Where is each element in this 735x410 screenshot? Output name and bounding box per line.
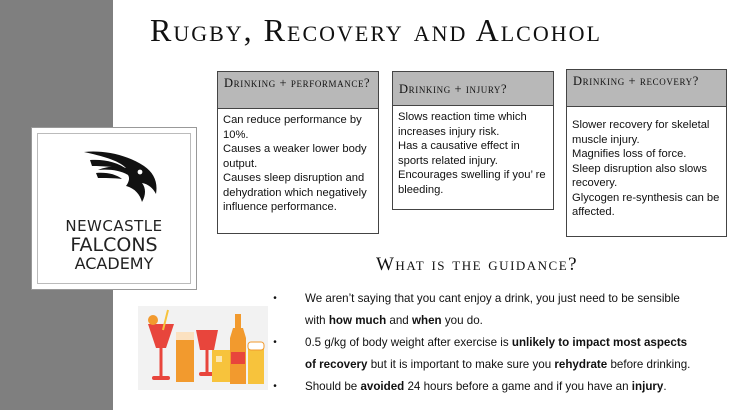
performance-point-1: Can reduce performance by 10%. xyxy=(223,114,362,141)
text-run: before drinking. xyxy=(607,358,691,371)
recovery-point-2: Magnifies loss of force. xyxy=(572,148,687,161)
guidance-item-2-text: 0.5 g/kg of body weight after exercise i… xyxy=(305,332,687,354)
page-title: Rugby, Recovery and Alcohol xyxy=(150,12,602,48)
performance-box: Can reduce performance by 10%. Causes a … xyxy=(217,108,379,234)
emphasis-injury: injury xyxy=(631,380,664,393)
text-run: 0.5 g/kg of body weight after exercise i… xyxy=(305,336,512,349)
emphasis-of-recovery: of recovery xyxy=(305,358,368,371)
falcon-head-icon xyxy=(84,151,157,202)
emphasis-unlikely-impact: unlikely to impact most aspects xyxy=(511,336,688,349)
text-run: 24 hours before a game and if you have a… xyxy=(404,380,632,393)
emphasis-rehydrate: rehydrate xyxy=(554,358,608,371)
text-run: you do. xyxy=(441,314,483,327)
guidance-item-3: • Should be avoided 24 hours before a ga… xyxy=(270,376,730,398)
text-run: . xyxy=(663,380,667,393)
logo-text-newcastle: NEWCASTLE xyxy=(65,217,163,235)
bullet-marker: • xyxy=(273,337,277,348)
injury-point-3: Encourages swelling if you’ re bleeding. xyxy=(398,169,546,196)
text-run: with xyxy=(305,314,329,327)
performance-box-heading: Drinking + performance? xyxy=(217,71,379,109)
recovery-box: Slower recovery for skeletal muscle inju… xyxy=(566,106,727,237)
bullet-marker: • xyxy=(273,381,277,392)
performance-point-2: Causes a weaker lower body output. xyxy=(223,143,367,170)
guidance-item-2: • 0.5 g/kg of body weight after exercise… xyxy=(270,332,730,354)
injury-point-1: Slows reaction time which increases inju… xyxy=(398,111,527,138)
injury-box-heading: Drinking + injury? xyxy=(392,71,554,106)
guidance-item-3-text: Should be avoided 24 hours before a game… xyxy=(305,376,667,398)
guidance-item-1: • We aren’t saying that you cant enjoy a… xyxy=(270,288,730,310)
recovery-point-3: Sleep disruption also slows recovery. xyxy=(572,162,707,190)
performance-box-text: Can reduce performance by 10%. Causes a … xyxy=(218,109,378,219)
guidance-item-1-line2: with how much and when you do. xyxy=(305,310,483,332)
guidance-item-1-continued: with how much and when you do. xyxy=(270,310,730,332)
text-run: but it is important to make sure you xyxy=(367,358,555,371)
guidance-item-1-text: We aren’t saying that you cant enjoy a d… xyxy=(305,292,680,305)
emphasis-when: when xyxy=(411,314,442,327)
text-run: and xyxy=(386,314,412,327)
injury-box-text: Slows reaction time which increases inju… xyxy=(393,106,553,201)
academy-logo-card: NEWCASTLE FALCONS ACADEMY xyxy=(31,127,197,290)
bullet-marker: • xyxy=(273,293,277,304)
logo-text-falcons: FALCONS xyxy=(70,234,158,256)
performance-point-3: Causes sleep disruption and dehydration … xyxy=(223,172,367,214)
recovery-point-1: Slower recovery for skeletal muscle inju… xyxy=(572,119,710,146)
guidance-item-2-line2: of recovery but it is important to make … xyxy=(305,354,690,376)
recovery-point-4: Glycogen re-synthesis can be affected. xyxy=(572,191,720,219)
guidance-heading: What is the guidance? xyxy=(376,254,579,275)
recovery-box-text: Slower recovery for skeletal muscle inju… xyxy=(567,107,726,224)
text-run: Should be xyxy=(305,380,361,393)
alcoholic-drinks-icon xyxy=(138,306,268,390)
logo-text-academy: ACADEMY xyxy=(74,254,154,273)
emphasis-avoided: avoided xyxy=(360,380,405,393)
logo-frame: NEWCASTLE FALCONS ACADEMY xyxy=(37,133,191,284)
emphasis-how-much: how much xyxy=(328,314,387,327)
injury-point-2: Has a causative effect in sports related… xyxy=(398,140,520,167)
recovery-box-heading: Drinking + recovery? xyxy=(566,69,727,107)
guidance-item-2-continued: of recovery but it is important to make … xyxy=(270,354,730,376)
guidance-list: • We aren’t saying that you cant enjoy a… xyxy=(270,288,730,398)
injury-box: Slows reaction time which increases inju… xyxy=(392,105,554,210)
